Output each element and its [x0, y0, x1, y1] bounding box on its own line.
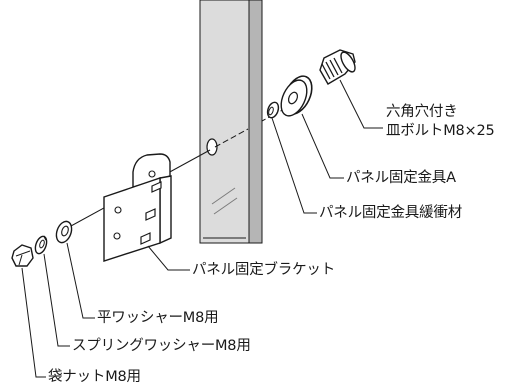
label-panel-bracket: パネル固定ブラケット [192, 262, 335, 278]
label-panel-fitting-cushion: パネル固定金具緩衝材 [319, 205, 462, 221]
panel-fitting-a [280, 75, 313, 117]
panel-fitting-cushion [266, 101, 280, 119]
leader-spring-washer [43, 253, 70, 347]
spring-washer [34, 235, 48, 255]
label-hex-socket-bolt-line2: 皿ボルトM8×25 [386, 123, 495, 139]
glass-panel [199, 0, 263, 244]
label-cap-nut: 袋ナットM8用 [48, 369, 141, 385]
label-panel-fitting-a: パネル固定金具A [346, 170, 456, 186]
label-flat-washer: 平ワッシャーM8用 [97, 310, 219, 326]
panel-bracket [103, 153, 172, 262]
leader-cushion [271, 117, 317, 214]
leader-bolt [339, 79, 383, 129]
label-hex-socket-bolt-line1: 六角穴付き [386, 104, 458, 120]
leader-lines [21, 79, 383, 378]
leader-bracket [147, 245, 190, 271]
hex-socket-countersunk-bolt [319, 49, 356, 85]
cap-nut [11, 244, 34, 267]
label-spring-washer: スプリングワッシャーM8用 [72, 338, 251, 354]
leader-fitting-a [301, 113, 344, 179]
leader-flat-washer [66, 242, 95, 319]
flat-washer [55, 220, 73, 244]
leader-cap-nut [21, 267, 46, 378]
